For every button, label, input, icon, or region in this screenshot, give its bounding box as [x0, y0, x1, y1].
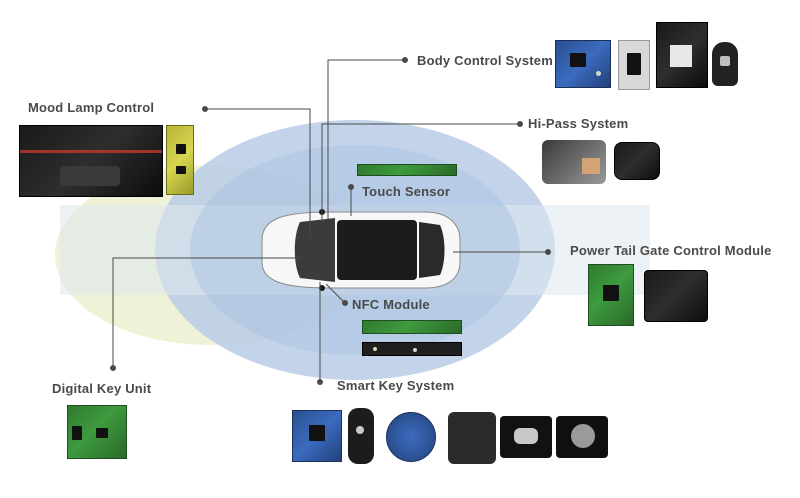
car-top-view — [261, 209, 461, 291]
leader-digital-key — [112, 257, 300, 368]
label-touch-sensor: Touch Sensor — [362, 184, 451, 199]
hi-pass-unit-image — [542, 140, 606, 184]
body-control-pcb-image — [555, 40, 611, 88]
smart-key-start-button-image — [556, 416, 608, 458]
label-power-tail-gate: Power Tail Gate Control Module — [570, 243, 772, 258]
label-nfc-module: NFC Module — [352, 297, 430, 312]
smart-key-remote-image — [500, 416, 552, 458]
leader-body-control — [327, 59, 405, 220]
nfc-pcb-image-1 — [362, 320, 462, 334]
leader-hi-pass — [321, 123, 520, 222]
digital-key-pcb-image — [67, 405, 127, 459]
label-smart-key-system: Smart Key System — [337, 378, 455, 393]
leader-mood-lamp — [205, 108, 311, 236]
label-mood-lamp-control: Mood Lamp Control — [28, 100, 155, 115]
mood-lamp-pcb-image — [166, 125, 194, 195]
smart-key-fob-image — [348, 408, 374, 464]
tail-gate-module-image — [644, 270, 708, 322]
body-control-module-image — [656, 22, 708, 88]
smart-key-round-pcb-image — [386, 412, 436, 462]
label-hi-pass-system: Hi-Pass System — [528, 116, 629, 131]
body-control-key-fob-image — [712, 42, 738, 86]
tail-gate-pcb-image — [588, 264, 634, 326]
touch-sensor-pcb-image — [357, 164, 457, 176]
label-body-control-system: Body Control System — [417, 53, 553, 68]
car-rear-window — [419, 222, 445, 278]
body-control-fob-board-image — [618, 40, 650, 90]
leader-lines — [110, 57, 551, 385]
hi-pass-device-image — [614, 142, 660, 180]
nfc-pcb-image-2 — [362, 342, 462, 356]
car-windshield — [294, 218, 335, 282]
smart-key-antenna-image — [448, 412, 496, 464]
leader-nfc — [325, 283, 346, 304]
car-roof — [337, 220, 417, 280]
mood-lamp-interior-image — [19, 125, 163, 197]
label-digital-key-unit: Digital Key Unit — [52, 381, 152, 396]
smart-key-pcb-image — [292, 410, 342, 462]
